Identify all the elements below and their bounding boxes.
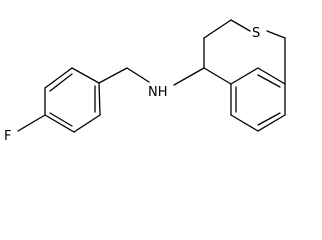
bond xyxy=(203,67,232,85)
fluorophenyl-ring xyxy=(44,67,101,133)
double-bond xyxy=(49,73,73,92)
structure-svg: F NH S xyxy=(4,19,286,144)
bond xyxy=(230,19,251,32)
bond xyxy=(73,114,101,133)
bond xyxy=(203,19,232,39)
thiopyran-ring xyxy=(203,19,286,85)
bond xyxy=(230,67,259,85)
bond xyxy=(98,82,101,116)
atom-sulfur: S xyxy=(252,26,260,41)
double-bond xyxy=(257,112,281,126)
bond xyxy=(71,67,100,84)
bond xyxy=(257,114,286,132)
bond xyxy=(17,114,46,132)
bond xyxy=(44,114,75,133)
benzo-ring xyxy=(230,37,286,132)
atom-fluorine: F xyxy=(4,129,11,144)
bond xyxy=(44,67,73,89)
double-bond xyxy=(49,112,73,127)
bond xyxy=(126,67,150,83)
bond xyxy=(257,67,286,85)
molecule-diagram: F NH S xyxy=(4,19,286,144)
bond xyxy=(266,30,286,39)
atom-nh: NH xyxy=(148,85,168,100)
bond xyxy=(173,67,205,86)
bond xyxy=(98,67,128,84)
bond xyxy=(230,114,259,132)
double-bond xyxy=(257,74,281,88)
